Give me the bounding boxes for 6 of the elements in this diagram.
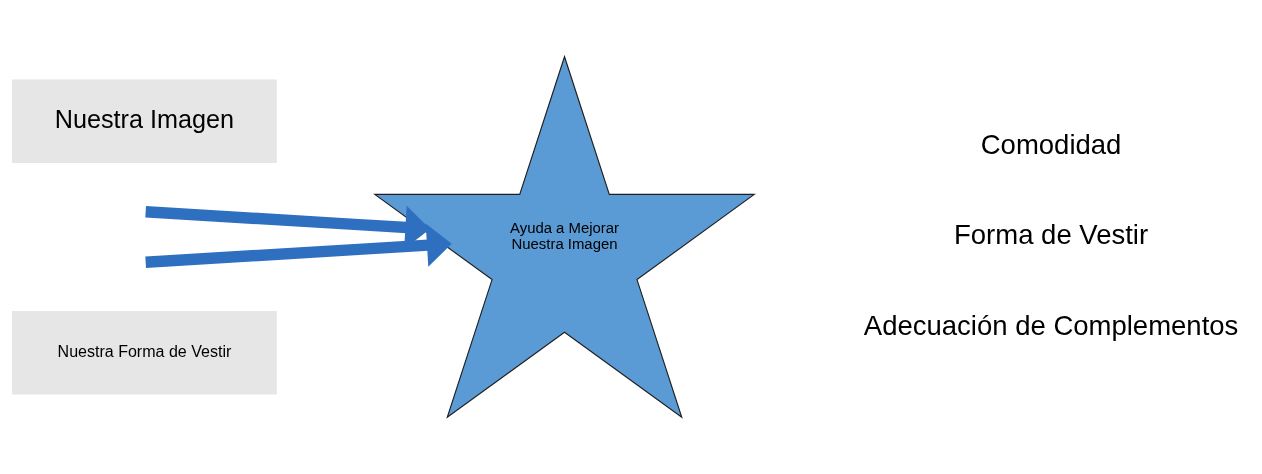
node-box: Nuestra Forma de Vestir xyxy=(12,310,277,395)
label: Adecuación de Complementos xyxy=(863,309,1239,341)
arrow xyxy=(145,205,452,268)
label: Forma de Vestir xyxy=(954,219,1149,251)
label: Comodidad xyxy=(980,128,1122,160)
node-box: Nuestra Imagen xyxy=(12,79,277,164)
